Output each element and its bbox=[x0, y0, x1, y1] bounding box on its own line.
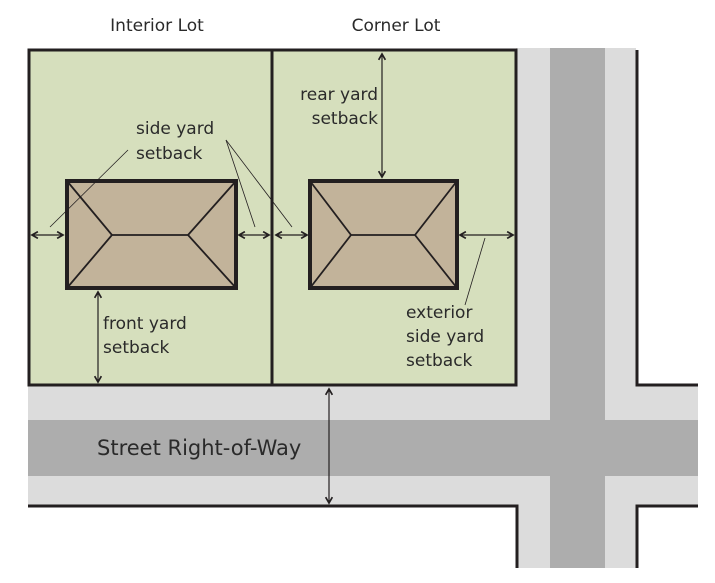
bottom-block-edge-left bbox=[28, 504, 519, 568]
svg-text:rear yard: rear yard bbox=[300, 85, 378, 105]
svg-text:setback: setback bbox=[406, 351, 473, 371]
corner-house bbox=[308, 179, 459, 290]
side-yard-leader-mid bbox=[225, 139, 256, 228]
exterior-side-yard-leader bbox=[464, 237, 486, 306]
street-right-of-way-label: Street Right-of-Way bbox=[97, 436, 301, 460]
svg-text:setback: setback bbox=[136, 144, 203, 164]
svg-text:setback: setback bbox=[103, 338, 170, 358]
side-yard-leader-right bbox=[225, 139, 293, 228]
side-yard-label: side yard setback bbox=[136, 119, 214, 164]
interior-lot-title: Interior Lot bbox=[110, 16, 204, 36]
front-yard-label: front yard setback bbox=[103, 314, 187, 358]
horizontal-street bbox=[28, 386, 698, 506]
right-block-edge-upper bbox=[635, 50, 698, 387]
exterior-side-yard-label: exterior side yard setback bbox=[406, 303, 484, 371]
intersection bbox=[550, 386, 605, 506]
rear-yard-label: rear yard setback bbox=[300, 85, 378, 129]
interior-house bbox=[65, 179, 238, 290]
svg-text:setback: setback bbox=[312, 109, 379, 129]
svg-text:exterior: exterior bbox=[406, 303, 472, 323]
bottom-block-edge-right bbox=[635, 504, 698, 568]
svg-text:front yard: front yard bbox=[103, 314, 187, 334]
corner-lot-title: Corner Lot bbox=[352, 16, 441, 36]
svg-text:side yard: side yard bbox=[406, 327, 484, 347]
side-yard-leader-left bbox=[49, 149, 129, 228]
svg-text:side yard: side yard bbox=[136, 119, 214, 139]
